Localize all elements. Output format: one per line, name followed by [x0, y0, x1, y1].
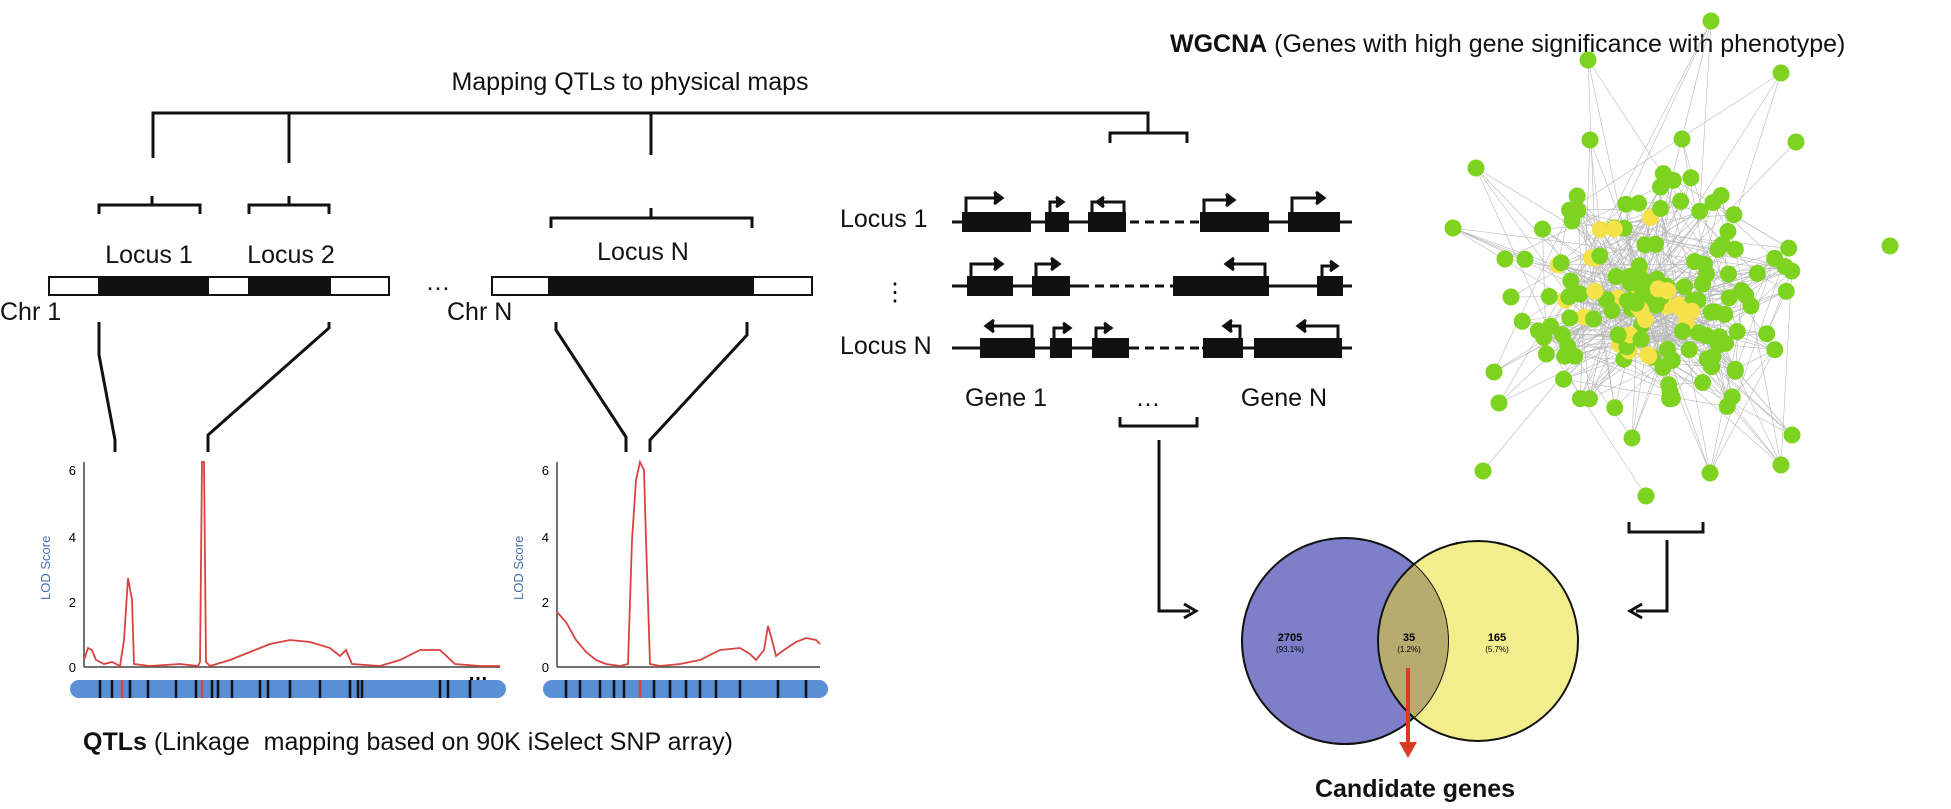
- candidate-genes-label: Candidate genes: [1315, 775, 1515, 803]
- venn-mid-count: 35: [1403, 632, 1415, 644]
- venn-right-count: 165: [1488, 632, 1506, 644]
- venn-right-pct: (5.7%): [1485, 645, 1509, 654]
- venn-left-count: 2705: [1278, 632, 1302, 644]
- venn-mid-pct: (1.2%): [1397, 645, 1421, 654]
- venn-left-pct: (93.1%): [1276, 645, 1304, 654]
